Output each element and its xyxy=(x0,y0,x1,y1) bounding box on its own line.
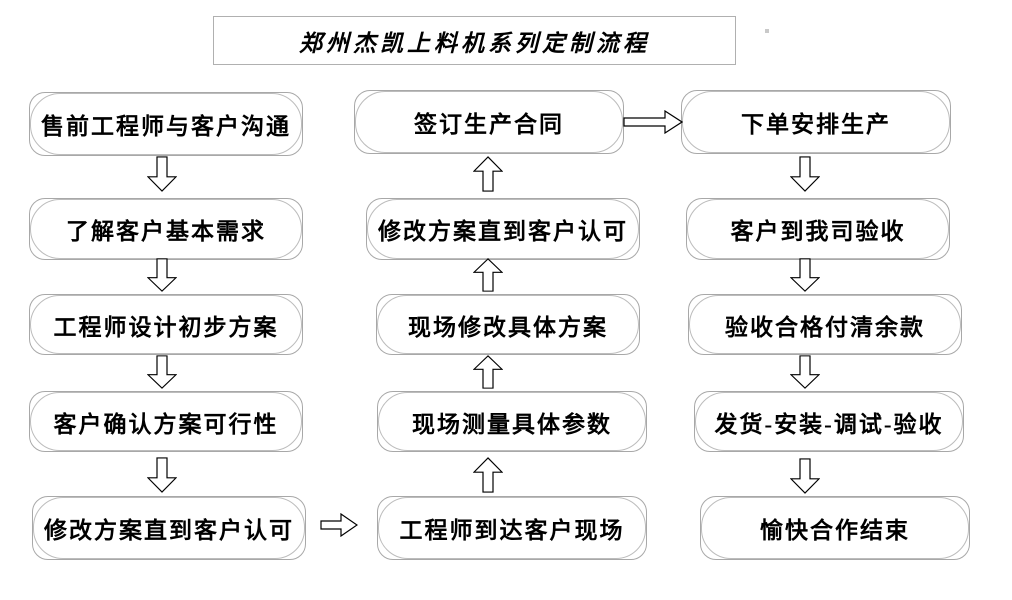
flowchart-title-box: 郑州杰凯上料机系列定制流程 xyxy=(213,16,736,65)
arrow-right-icon xyxy=(623,110,683,134)
flow-node-right-4: 发货-安装-调试-验收 xyxy=(694,391,964,452)
flow-node-left-2: 了解客户基本需求 xyxy=(29,198,303,260)
flow-node-middle-2: 修改方案直到客户认可 xyxy=(366,198,640,260)
flow-node-label: 了解客户基本需求 xyxy=(66,219,266,244)
flow-node-label: 工程师设计初步方案 xyxy=(53,314,279,340)
flow-node-label: 客户到我司验收 xyxy=(730,219,906,244)
arrow-right-icon xyxy=(320,513,358,537)
flow-node-middle-3: 现场修改具体方案 xyxy=(376,294,640,355)
arrow-up-icon xyxy=(473,355,503,389)
flow-node-label: 愉快合作结束 xyxy=(760,518,910,543)
flow-node-left-3: 工程师设计初步方案 xyxy=(29,294,303,355)
flow-node-middle-4: 现场测量具体参数 xyxy=(377,391,647,452)
flow-node-label: 客户确认方案可行性 xyxy=(53,411,279,437)
flow-node-middle-1: 签订生产合同 xyxy=(354,90,624,154)
arrow-down-icon xyxy=(790,258,820,292)
flow-node-middle-5: 工程师到达客户现场 xyxy=(377,496,647,560)
flow-node-right-2: 客户到我司验收 xyxy=(686,198,950,260)
flow-node-label: 下单安排生产 xyxy=(741,112,891,137)
flow-node-label: 发货-安装-调试-验收 xyxy=(714,411,944,437)
arrow-up-icon xyxy=(473,457,503,493)
flow-node-label: 现场测量具体参数 xyxy=(412,411,612,437)
flow-node-label: 签订生产合同 xyxy=(414,112,564,137)
arrow-down-icon xyxy=(147,457,177,493)
arrow-down-icon xyxy=(790,156,820,192)
flow-node-label: 现场修改具体方案 xyxy=(408,314,608,340)
arrow-down-icon xyxy=(147,258,177,292)
flow-node-left-1: 售前工程师与客户沟通 xyxy=(29,92,303,156)
flow-node-right-1: 下单安排生产 xyxy=(681,90,951,154)
arrow-down-icon xyxy=(790,355,820,389)
flowchart-title: 郑州杰凯上料机系列定制流程 xyxy=(299,30,650,56)
arrow-down-icon xyxy=(147,156,177,192)
flow-node-left-5: 修改方案直到客户认可 xyxy=(32,496,306,560)
arrow-down-icon xyxy=(147,355,177,389)
arrow-up-icon xyxy=(473,258,503,292)
flow-node-label: 工程师到达客户现场 xyxy=(399,518,625,543)
arrow-down-icon xyxy=(790,458,820,494)
flow-node-right-5: 愉快合作结束 xyxy=(700,496,970,560)
flow-node-label: 验收合格付清余款 xyxy=(725,314,925,340)
flow-node-right-3: 验收合格付清余款 xyxy=(688,294,962,355)
stray-dot xyxy=(765,29,769,33)
arrow-up-icon xyxy=(473,156,503,192)
flow-node-label: 修改方案直到客户认可 xyxy=(378,219,628,244)
flow-node-left-4: 客户确认方案可行性 xyxy=(29,391,303,452)
flow-node-label: 售前工程师与客户沟通 xyxy=(41,114,291,139)
flow-node-label: 修改方案直到客户认可 xyxy=(44,518,294,543)
